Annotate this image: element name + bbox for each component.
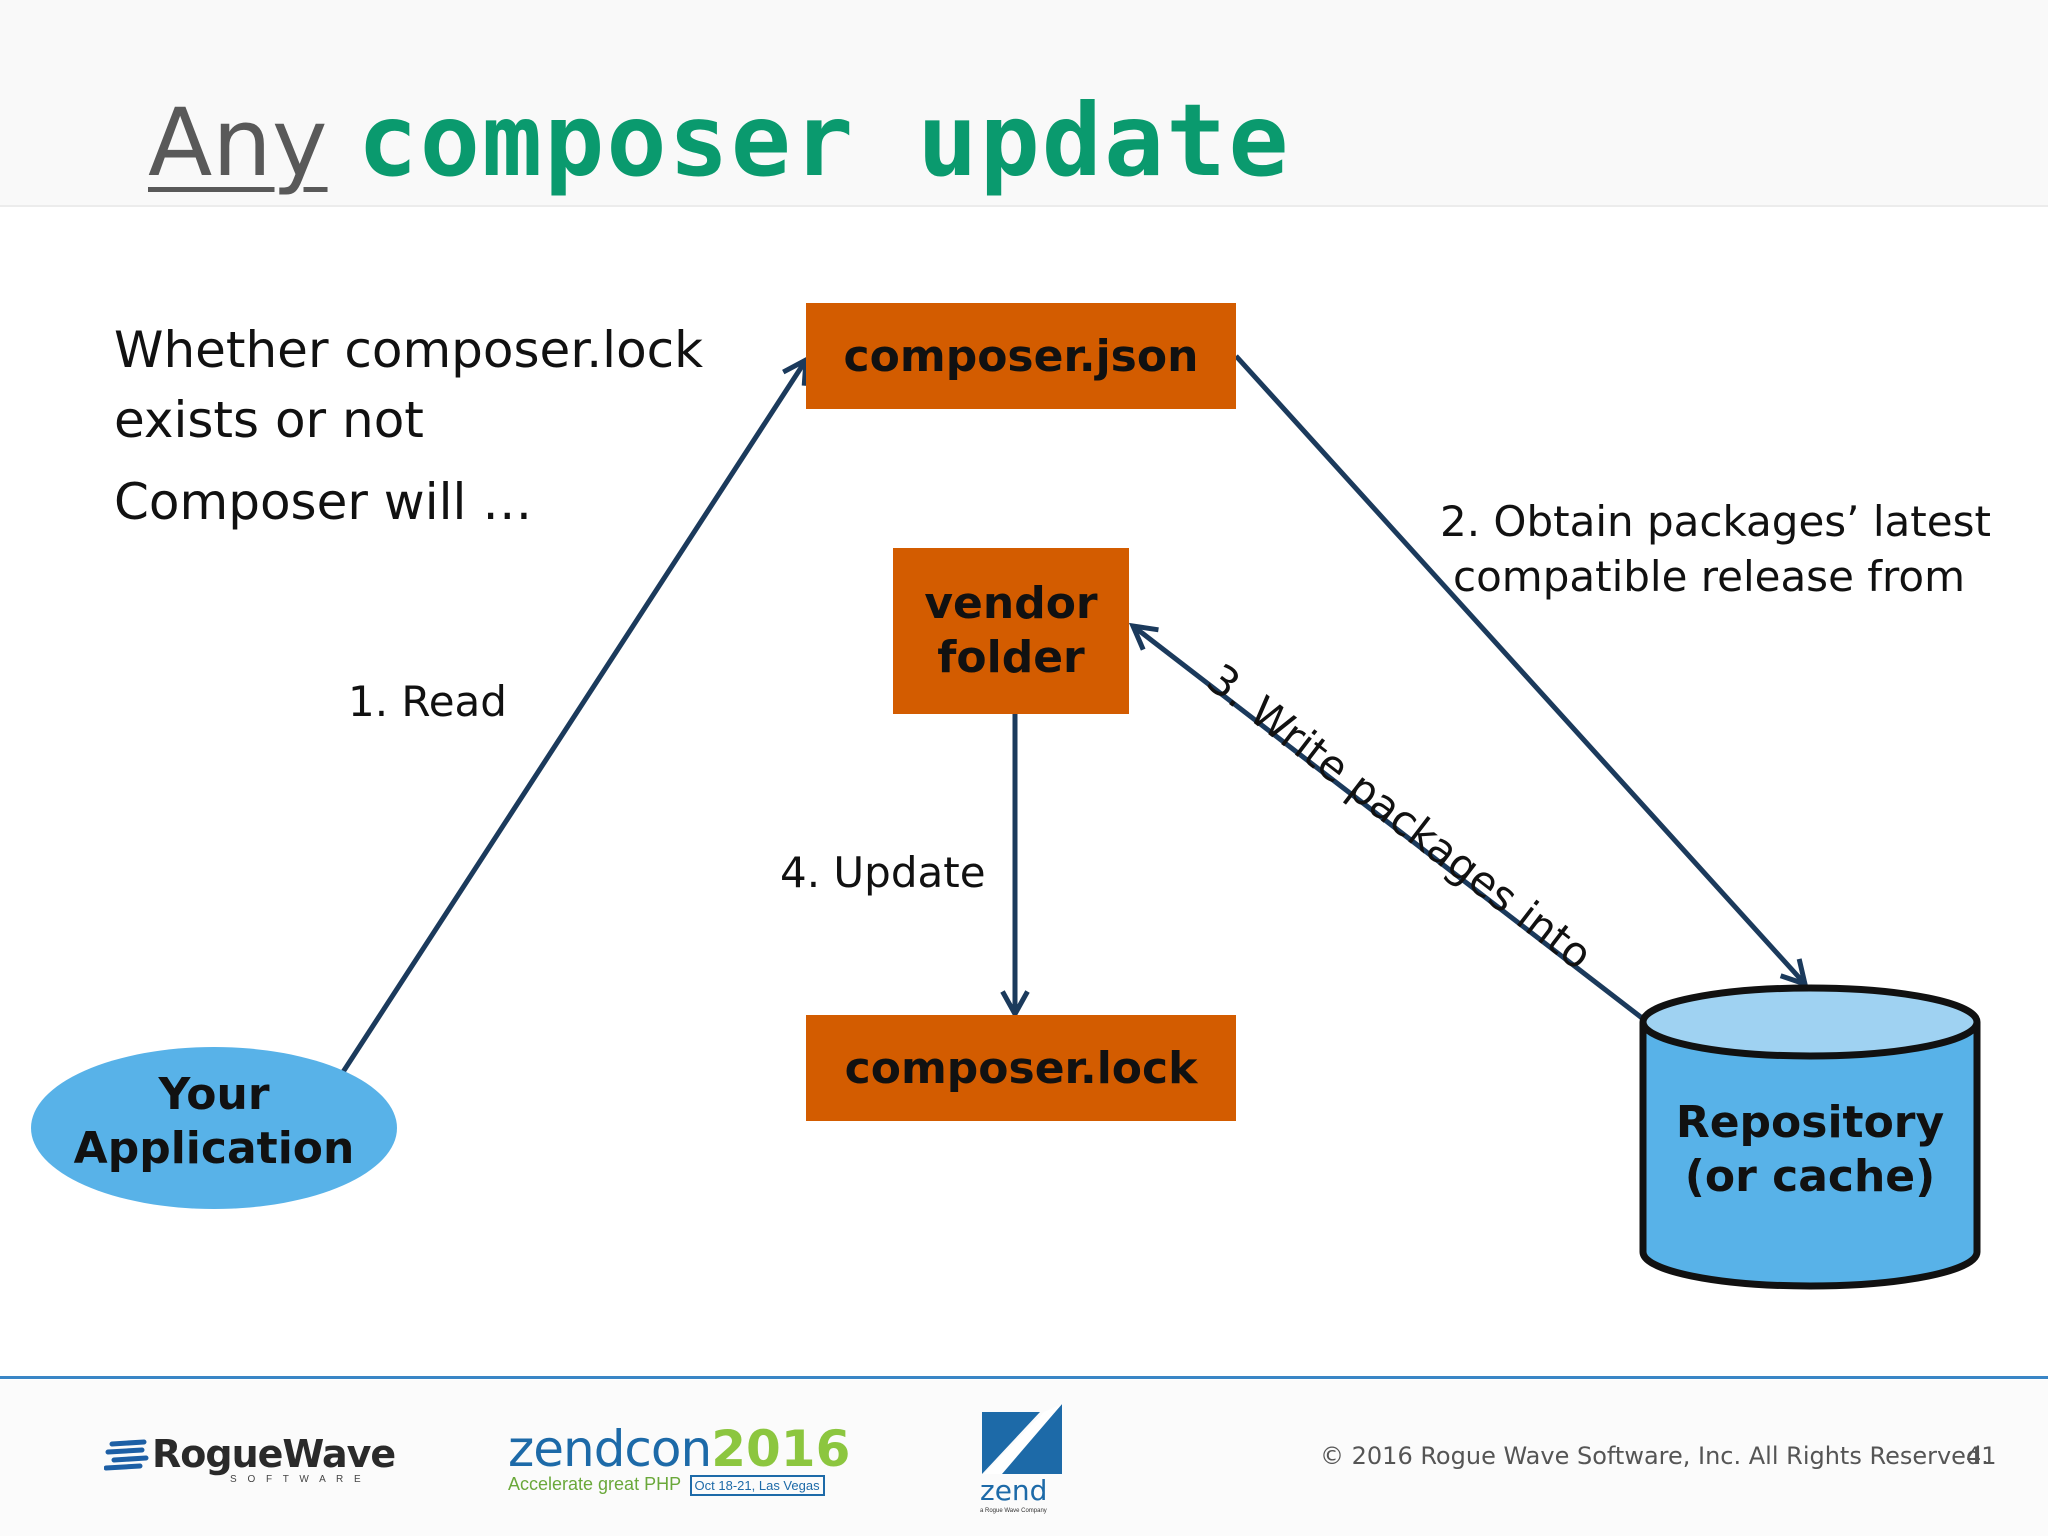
footer-rule (0, 1376, 2048, 1379)
repository-label-1: Repository (1675, 1097, 1945, 1148)
vendor-label-2: folder (937, 632, 1085, 683)
vendor-label-1: vendor (924, 578, 1098, 629)
zend-mark-icon (982, 1404, 1062, 1474)
application-label-1: Your (158, 1069, 270, 1120)
edge-read-label: 1. Read (348, 677, 507, 726)
intro-line-1: Whether composer.lock (114, 321, 704, 379)
zendcon-logo: zendcon2016 Accelerate great PHP Oct 18-… (508, 1420, 851, 1500)
repository-label-2: (or cache) (1684, 1151, 1936, 1202)
intro-text: Whether composer.lock exists or not Comp… (114, 315, 703, 537)
slide-title: Any composer update (148, 82, 1291, 199)
zendcon-wordmark: zendcon (508, 1420, 712, 1478)
application-label: Your Application (31, 1068, 397, 1176)
roguewave-mark-icon (104, 1439, 149, 1471)
roguewave-wordmark: RogueWave (152, 1432, 396, 1476)
application-node (31, 1047, 397, 1209)
edge-write-arrow (1133, 626, 1644, 1020)
repository-node (1639, 984, 1981, 1290)
zend-wordmark: zend (980, 1474, 1048, 1507)
roguewave-tagline: S O F T W A R E (230, 1474, 365, 1485)
zendcon-year: 2016 (711, 1420, 851, 1478)
title-bar: Any composer update (0, 0, 2048, 207)
edge-read-arrow (340, 360, 806, 1074)
edge-obtain-label: 2. Obtain packages’ latest compatible re… (1440, 494, 1991, 604)
composer-lock-box: composer.lock (806, 1015, 1236, 1121)
composer-json-box: composer.json (806, 303, 1236, 409)
edge-obtain-line-1: 2. Obtain packages’ latest (1440, 497, 1991, 546)
title-prefix: Any (148, 89, 328, 198)
edge-obtain-arrow (1234, 354, 1805, 984)
repository-label: Repository (or cache) (1643, 1096, 1977, 1204)
edge-obtain-line-2: compatible release from (1453, 552, 1965, 601)
zend-tagline: a Rogue Wave Company (980, 1508, 1047, 1514)
copyright: © 2016 Rogue Wave Software, Inc. All Rig… (1320, 1442, 1989, 1470)
composer-json-label: composer.json (843, 330, 1199, 382)
page-number: 41 (1966, 1442, 1997, 1470)
zendcon-dates: Oct 18-21, Las Vegas (689, 1475, 825, 1496)
edge-update-label: 4. Update (780, 848, 986, 897)
zend-logo: zend a Rogue Wave Company (980, 1404, 1070, 1516)
application-label-2: Application (73, 1123, 355, 1174)
intro-line-2: exists or not (114, 391, 424, 449)
vendor-folder-box: vendor folder (893, 548, 1129, 714)
zendcon-tagline: Accelerate great PHP (508, 1474, 682, 1494)
title-command: composer update (357, 82, 1291, 199)
composer-lock-label: composer.lock (844, 1042, 1198, 1094)
intro-line-3: Composer will … (114, 473, 533, 531)
roguewave-logo: RogueWave S O F T W A R E (104, 1430, 396, 1486)
